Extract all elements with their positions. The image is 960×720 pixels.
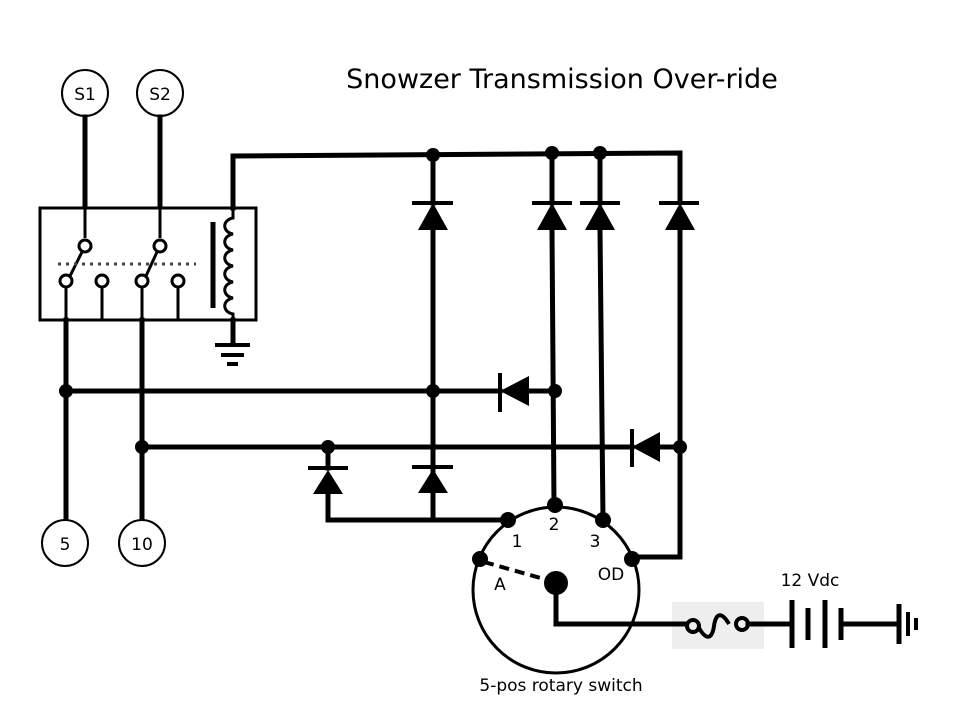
relay	[38, 206, 258, 322]
switch-pos-1: 1	[512, 532, 523, 552]
diode-icon	[532, 150, 572, 508]
terminal-s1: S1	[61, 69, 109, 210]
terminal-5-label: 5	[60, 535, 71, 555]
diagram-title: Snowzer Transmission Over-ride	[346, 64, 778, 95]
junction-dot	[426, 384, 440, 398]
junction-dot	[548, 384, 562, 398]
switch-contact-a	[472, 551, 488, 567]
battery-label: 12 Vdc	[781, 571, 840, 591]
switch-pos-od: OD	[598, 565, 624, 585]
fuse-icon	[671, 602, 793, 649]
terminal-s2-label: S2	[149, 85, 171, 105]
terminal-5: 5	[41, 519, 89, 567]
switch-contact-3	[595, 512, 611, 528]
diode-icon	[630, 429, 683, 467]
switch-pos-3: 3	[590, 532, 601, 552]
terminal-10: 10	[118, 519, 166, 567]
diode-icon	[580, 150, 620, 523]
diode-icon	[498, 373, 558, 412]
switch-pos-a: A	[494, 575, 506, 595]
diode-icon	[412, 465, 453, 493]
terminal-s1-label: S1	[74, 85, 96, 105]
ground-icon	[896, 604, 918, 644]
switch-pos-2: 2	[549, 515, 560, 535]
switch-contact-od	[624, 551, 640, 567]
switch-contact-1	[500, 512, 516, 528]
terminal-s2: S2	[136, 69, 184, 210]
terminal-10-label: 10	[131, 535, 153, 555]
junction-dot	[59, 384, 73, 398]
junction-dot	[135, 440, 149, 454]
diode-icon	[308, 444, 511, 523]
ground-icon	[215, 317, 250, 366]
switch-contact-2	[547, 497, 563, 513]
diode-icon	[629, 201, 699, 560]
switch-wiper	[483, 560, 545, 581]
rotary-switch-label: 5-pos rotary switch	[479, 676, 642, 696]
battery-icon: 12 Vdc	[781, 571, 900, 648]
junction-dot	[673, 440, 687, 454]
